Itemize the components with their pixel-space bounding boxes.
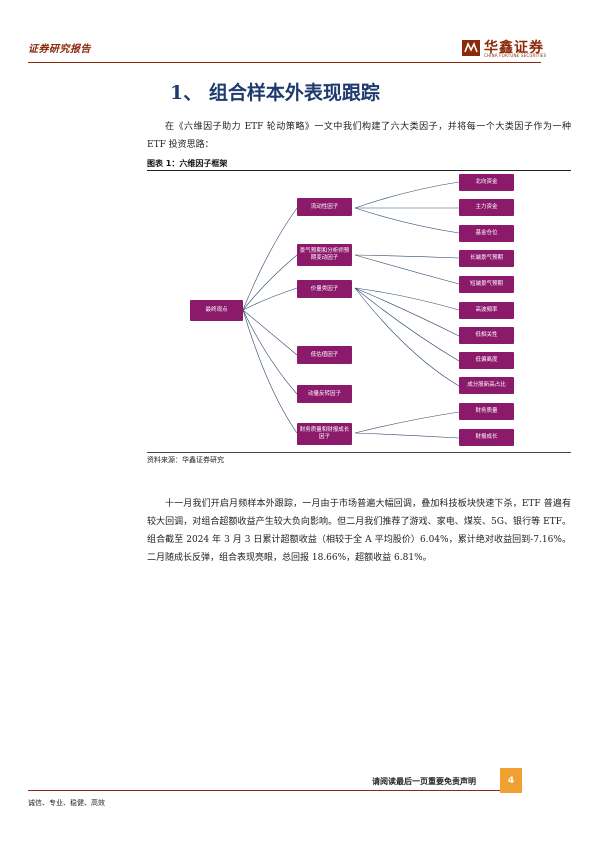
node-mid-6: 财务质量和财报成长因子 <box>297 423 352 445</box>
edge-exp-1 <box>354 254 460 259</box>
node-leaf-6: 高波頻率 <box>459 302 514 319</box>
edge-fin-1 <box>354 411 460 434</box>
header-divider <box>28 62 541 63</box>
edge-pv-4 <box>354 287 460 387</box>
node-leaf-10: 财务质量 <box>459 403 514 420</box>
node-mid-5: 动量反转因子 <box>297 385 352 403</box>
logo-english-name: CHINA FORTUNE SECURITIES <box>484 53 547 58</box>
edge-pv-1 <box>354 287 460 311</box>
company-logo: 华鑫证券 CHINA FORTUNE SECURITIES <box>462 38 546 60</box>
node-leaf-9: 成分股新高占比 <box>459 377 514 394</box>
node-root: 最终观点 <box>190 300 243 321</box>
footer-divider <box>28 790 500 791</box>
edge-root-mid-2 <box>242 254 298 311</box>
figure-bottom-rule <box>147 452 571 453</box>
node-leaf-5: 短端景气预期 <box>459 276 514 293</box>
footer-motto: 诚信、专业、稳健、高效 <box>28 799 105 807</box>
edge-root-mid-4 <box>242 309 298 356</box>
logo-chinese-name: 华鑫证券 <box>484 40 544 56</box>
edge-root-mid-1 <box>242 207 298 311</box>
node-mid-2: 景气预期和分析师预期变动因子 <box>297 244 352 266</box>
node-leaf-4: 长端景气预期 <box>459 250 514 267</box>
edge-root-mid-3 <box>242 287 298 311</box>
edge-root-mid-6 <box>242 309 298 434</box>
header-report-type: 证券研究报告 <box>28 44 91 55</box>
edge-exp-2 <box>354 254 460 285</box>
edge-fin-2 <box>354 432 460 439</box>
section-title: 1、 组合样本外表现跟踪 <box>170 82 380 104</box>
paragraph-performance: 十一月我们开启月频样本外跟踪，一月由于市场普遍大幅回调，叠加科技板块快速下杀，E… <box>147 499 571 563</box>
node-mid-1: 流动性因子 <box>297 198 352 216</box>
node-leaf-2: 主力资金 <box>459 199 514 216</box>
factor-framework-diagram <box>242 181 460 439</box>
paragraph-intro: 在《六维因子助力 ETF 轮动策略》一文中我们构建了六大类因子，并将每一个大类因… <box>147 122 571 150</box>
node-leaf-1: 北向资金 <box>459 174 514 191</box>
edge-root-mid-5 <box>242 309 298 395</box>
logo-mark-icon <box>462 40 480 56</box>
node-leaf-7: 低相关性 <box>459 327 514 344</box>
node-leaf-8: 低偏离度 <box>459 352 514 369</box>
edge-liq-1 <box>354 181 460 209</box>
node-leaf-3: 基金仓位 <box>459 225 514 242</box>
page-number: 4 <box>500 768 522 793</box>
figure-top-rule <box>147 170 571 171</box>
edge-pv-3 <box>354 287 460 362</box>
node-mid-3: 价量类因子 <box>297 280 352 298</box>
footer-disclaimer: 请阅读最后一页重要免责声明 <box>372 777 476 786</box>
node-leaf-11: 财报成长 <box>459 429 514 446</box>
edge-pv-2 <box>354 287 460 337</box>
edge-liq-3 <box>354 207 460 234</box>
figure-source: 资料来源：华鑫证券研究 <box>147 456 224 464</box>
figure-title: 图表 1：六维因子框架 <box>147 159 228 168</box>
node-mid-4: 低估值因子 <box>297 346 352 364</box>
